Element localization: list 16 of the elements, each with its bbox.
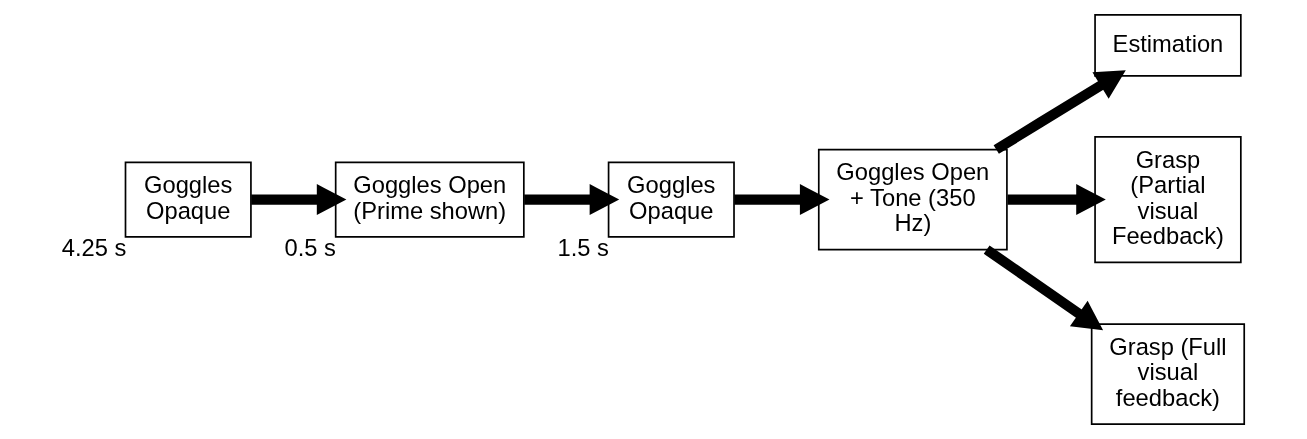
- node-box: Estimation: [1094, 13, 1242, 77]
- node-label: 1.5 s: [557, 234, 609, 261]
- node-label: 0.5 s: [284, 234, 336, 261]
- node-box: Goggles Open (Prime shown): [334, 161, 525, 238]
- node-box: Grasp (Partial visual Feedback): [1094, 136, 1242, 264]
- node-box: Goggles Open + Tone (350 Hz): [817, 148, 1008, 251]
- arrow: [524, 184, 620, 216]
- arrow: [993, 70, 1126, 154]
- arrow: [983, 245, 1104, 331]
- node-box: Goggles Opaque: [124, 161, 252, 238]
- arrow: [251, 184, 347, 216]
- node-box: Grasp (Full visual feedback): [1090, 323, 1246, 426]
- arrow: [734, 184, 830, 216]
- node-label: 4.25 s: [61, 234, 127, 261]
- node-box: Goggles Opaque: [607, 161, 735, 238]
- arrow: [1007, 184, 1106, 216]
